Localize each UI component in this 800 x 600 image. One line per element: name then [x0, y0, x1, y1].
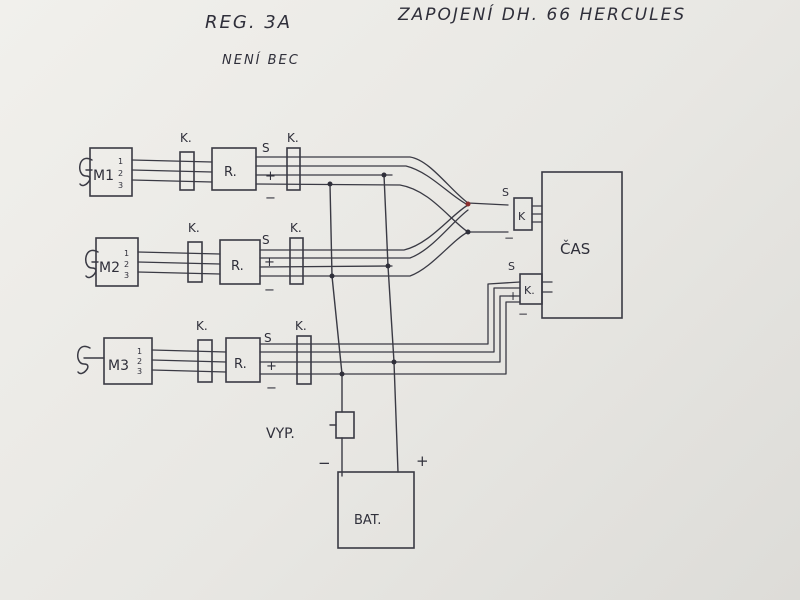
receiver-minus-upper: − — [504, 231, 514, 245]
receiver-k-lower: K. — [524, 284, 535, 297]
label-k-right-row1: K. — [287, 131, 299, 145]
battery: BAT. + — [337, 452, 429, 549]
label-s-row2: S — [262, 233, 270, 247]
junction-dot — [465, 229, 471, 235]
label-minus-row3: − — [266, 381, 277, 396]
motor-tap-m1-2: 2 — [118, 169, 123, 178]
connector-k-right-row3 — [296, 335, 312, 385]
row-1-loop-icon — [79, 157, 93, 187]
regulator-label-row1: R. — [224, 165, 237, 180]
label-minus-row2: − — [264, 283, 275, 298]
motor-label-m3: M3 — [108, 358, 129, 374]
connector-k-right-row2 — [289, 237, 304, 285]
label-k-left-row2: K. — [188, 221, 200, 235]
label-k-right-row3: K. — [295, 319, 307, 333]
motor-tap-m2-3: 3 — [124, 271, 129, 280]
regulator-box-row2 — [219, 239, 261, 285]
receiver-connector-lower — [519, 273, 543, 305]
battery-box — [337, 471, 415, 549]
row-2-loop-icon — [85, 249, 99, 279]
motor-tap-m1-1: 1 — [118, 157, 123, 166]
receiver: ČAS K S − K. S + − — [502, 171, 623, 321]
motor-box-m3 — [103, 337, 153, 385]
header-neni-bec: NENÍ BEC — [222, 52, 300, 68]
junction-dot — [381, 172, 387, 178]
receiver-s-lower: S — [508, 260, 515, 273]
label-s-row3: S — [264, 331, 272, 345]
switch-label: VYP. — [266, 426, 295, 442]
receiver-minus-lower: − — [518, 307, 528, 321]
regulator-box-row3 — [225, 337, 261, 383]
switch-box — [335, 411, 355, 439]
motor-tap-m2-1: 1 — [124, 249, 129, 258]
row-3-loop-icon — [77, 345, 91, 375]
receiver-label: ČAS — [560, 239, 590, 258]
label-s-row1: S — [262, 141, 270, 155]
header-title: ZAPOJENÍ DH. 66 HERCULES — [397, 3, 686, 25]
label-minus-row1: − — [265, 191, 276, 206]
row-1: M1 1 2 3 K. R. K. S + − — [79, 131, 509, 233]
junction-dot — [329, 273, 335, 279]
receiver-plus-lower: + — [508, 289, 518, 303]
motor-tap-m3-3: 3 — [137, 367, 142, 376]
label-k-right-row2: K. — [290, 221, 302, 235]
connector-k-right-row1 — [286, 147, 301, 191]
power-bus — [327, 172, 471, 477]
motor-tap-m3-2: 2 — [137, 357, 142, 366]
label-k-left-row1: K. — [180, 131, 192, 145]
junction-dot — [327, 181, 333, 187]
junction-dot — [391, 359, 397, 365]
motor-label-m1: M1 — [93, 168, 114, 184]
junction-dot — [385, 263, 391, 269]
connector-k-left-row3 — [197, 339, 213, 383]
connector-k-left-row2 — [187, 241, 203, 283]
motor-tap-m3-1: 1 — [137, 347, 142, 356]
label-plus-row3: + — [266, 359, 277, 374]
label-plus-row2: + — [264, 255, 275, 270]
row-3: M3 1 2 3 K. R. K. S + − — [77, 281, 521, 396]
receiver-k-upper: K — [518, 210, 526, 223]
switch-minus: − — [318, 454, 331, 472]
switch: VYP. − — [266, 411, 355, 472]
junction-dot — [339, 371, 345, 377]
junction-dot — [465, 201, 471, 207]
connector-k-left-row1 — [179, 151, 195, 191]
motor-tap-m1-3: 3 — [118, 181, 123, 190]
regulator-label-row3: R. — [234, 357, 247, 372]
header-reg: REG. 3A — [205, 12, 292, 33]
motor-label-m2: M2 — [99, 260, 120, 276]
regulator-label-row2: R. — [231, 259, 244, 274]
label-plus-row1: + — [265, 169, 276, 184]
receiver-box — [541, 171, 623, 319]
motor-box-m1 — [89, 147, 133, 197]
battery-label: BAT. — [354, 513, 381, 528]
battery-plus: + — [416, 452, 429, 470]
label-k-left-row3: K. — [196, 319, 208, 333]
motor-tap-m2-2: 2 — [124, 260, 129, 269]
regulator-box-row1 — [211, 147, 257, 191]
receiver-s-upper: S — [502, 186, 509, 199]
row-2: M2 1 2 3 K. R. K. S + − — [85, 204, 469, 298]
